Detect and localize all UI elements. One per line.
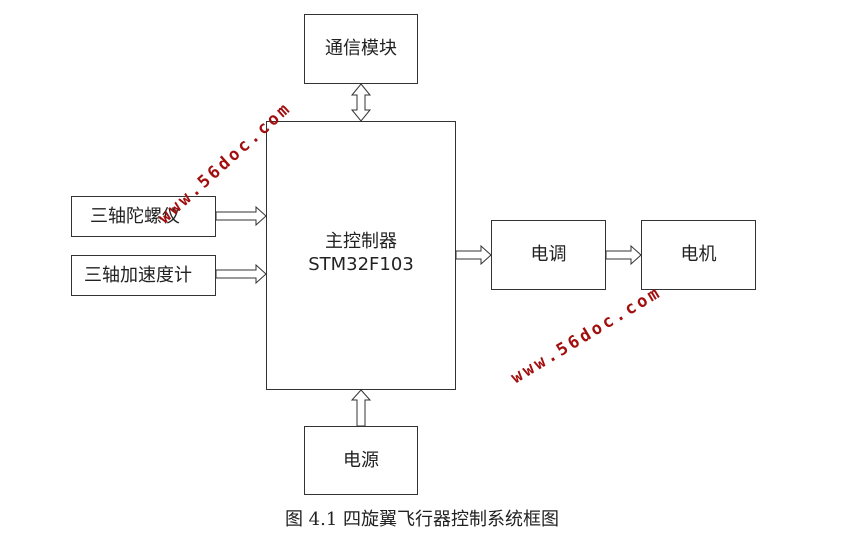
gyro-to-mcu-arrow [215,205,267,227]
gyro-label: 三轴陀螺仪 [90,205,180,227]
figure-caption: 图 4.1 四旋翼飞行器控制系统框图 [284,509,560,530]
accel-label: 三轴加速度计 [84,264,192,286]
power-to-mcu-arrow [350,389,372,427]
main-controller-model: STM32F103 [308,254,414,276]
esc-block: 电调 [491,220,606,290]
accel-to-mcu-arrow [215,263,267,285]
power-label: 电源 [343,449,379,471]
main-controller-block: 主控制器 STM32F103 [266,121,456,390]
comm-mcu-bidirectional-arrow [350,83,372,122]
motor-label: 电机 [680,244,717,266]
mcu-to-esc-arrow [455,244,492,266]
esc-label: 电调 [530,244,567,266]
comm-module-block: 通信模块 [304,14,418,84]
main-controller-label: 主控制器 [324,231,397,252]
motor-block: 电机 [641,220,756,290]
accel-block: 三轴加速度计 [71,255,216,296]
esc-to-motor-arrow [605,244,642,266]
power-block: 电源 [304,426,418,495]
comm-module-label: 通信模块 [325,38,397,60]
gyro-block: 三轴陀螺仪 [71,196,216,237]
